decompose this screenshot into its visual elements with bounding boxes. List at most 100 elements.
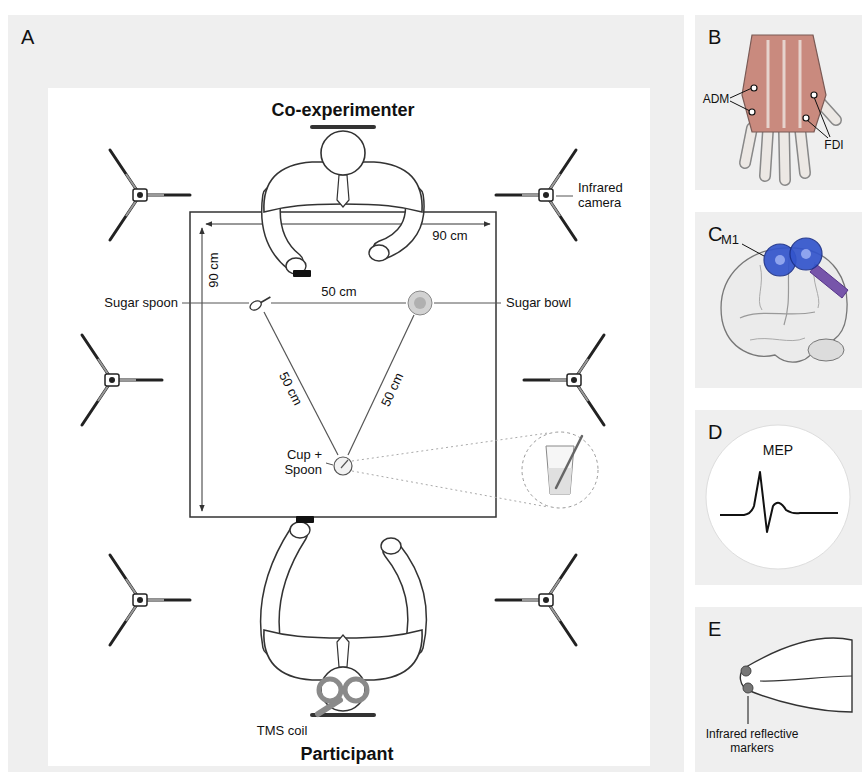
muscle-label: FDI [824,139,843,153]
object-label: Cup + Spoon [270,448,322,478]
hands-part [296,516,314,523]
table [190,212,496,517]
panel-letter: A [21,27,34,47]
panel-letter: C [708,224,722,244]
brain-part [759,265,762,310]
device-label: TMS coil [257,724,308,739]
panel-a-ground [48,88,650,766]
infrared-cameras [82,150,604,645]
hand-anatomy-part [730,88,752,98]
infrared-cameras-part [524,335,604,425]
pinch-hand-part [741,666,751,676]
hands-part [381,538,401,554]
distance-triangle-part [348,315,414,455]
hand-anatomy-part [814,97,830,137]
sugar-spoon-part [248,294,272,312]
brain-part [801,249,811,259]
dimension-label: 90 cm [207,252,222,287]
zoom-inset [352,432,598,508]
pinch-hand-part [760,676,852,681]
cup-part [341,460,348,468]
hand-anatomy-part [784,130,785,180]
leader-lines-part [326,463,333,465]
leader-lines-part [434,303,501,304]
table-part [190,212,496,517]
brain-area-label: M1 [721,233,739,248]
panel-letter: B [708,27,721,47]
hand-anatomy-part [745,128,752,163]
pinch-hand-part [748,696,749,724]
brain-part [810,264,848,298]
hand-anatomy-part [745,128,752,163]
hand-anatomy-part [803,115,809,121]
cup-part [334,457,352,475]
hand-anatomy-part [765,130,768,176]
marker-label: Infrared reflective markers [691,728,813,756]
brain-part [742,244,764,256]
zoom-inset-part [522,432,598,508]
hand-anatomy-part [811,92,817,98]
panel-letter: D [708,422,722,442]
sugar-spoon [248,294,272,312]
leader-lines-part [556,196,573,197]
hand-anatomy-part [749,109,755,115]
hand-anatomy-part [742,35,826,132]
brain-part [790,238,822,270]
hand-anatomy-part [751,85,757,91]
tms-coil-part [318,700,340,714]
hands-part [369,245,389,261]
sugar-bowl-part [414,297,426,309]
zoom-inset-part [352,433,548,461]
infrared-cameras-part [496,150,576,240]
people [264,127,422,715]
brain-part [750,338,805,341]
mep-trace [706,425,850,569]
hands-part [293,270,311,277]
person-label: Co-experimenter [271,100,414,121]
dimension-lines-part [202,228,203,511]
hand-anatomy-part [800,128,805,173]
panel-letter: E [708,619,721,639]
mep-trace-part [720,472,838,532]
dimension-lines-part [206,224,490,225]
infrared-cameras-part [110,150,190,240]
hand-anatomy-part [730,101,750,111]
arms-part [270,534,298,646]
pinch-hand-part [743,683,753,693]
brain-part [808,339,844,361]
muscle-label: ADM [703,93,730,107]
leader-lines [182,196,573,465]
infrared-cameras-part [110,555,190,645]
hands-part [290,522,310,538]
signal-label: MEP [763,442,793,458]
sugar-bowl-part [408,291,432,315]
zoom-inset-part [556,436,582,488]
infrared-cameras-part [496,555,576,645]
infrared-cameras-part [82,335,162,425]
object-label: Sugar spoon [104,296,178,311]
hands [286,245,401,554]
people-part [264,630,422,715]
people-part [264,127,422,212]
tms-coil [318,679,367,714]
hand-anatomy-part [807,120,828,138]
object-label: Sugar bowl [506,296,571,311]
brain [721,238,848,362]
panel-a-ground-part [48,88,650,766]
camera-label: Infrared camera [578,181,640,211]
arms [270,196,417,646]
person-label: Participant [300,744,393,765]
dimension-lines [202,224,490,511]
pinch-hand [740,638,852,724]
hand-anatomy-part [799,40,802,128]
hand-anatomy-part [800,128,805,173]
pinch-hand-part [740,638,852,712]
brain-part [775,255,785,265]
mep-trace-part [706,425,850,569]
zoom-inset-part [546,446,574,494]
hand-anatomy-part [767,40,770,128]
hand-anatomy [730,35,836,180]
leader-lines-part [182,303,249,304]
